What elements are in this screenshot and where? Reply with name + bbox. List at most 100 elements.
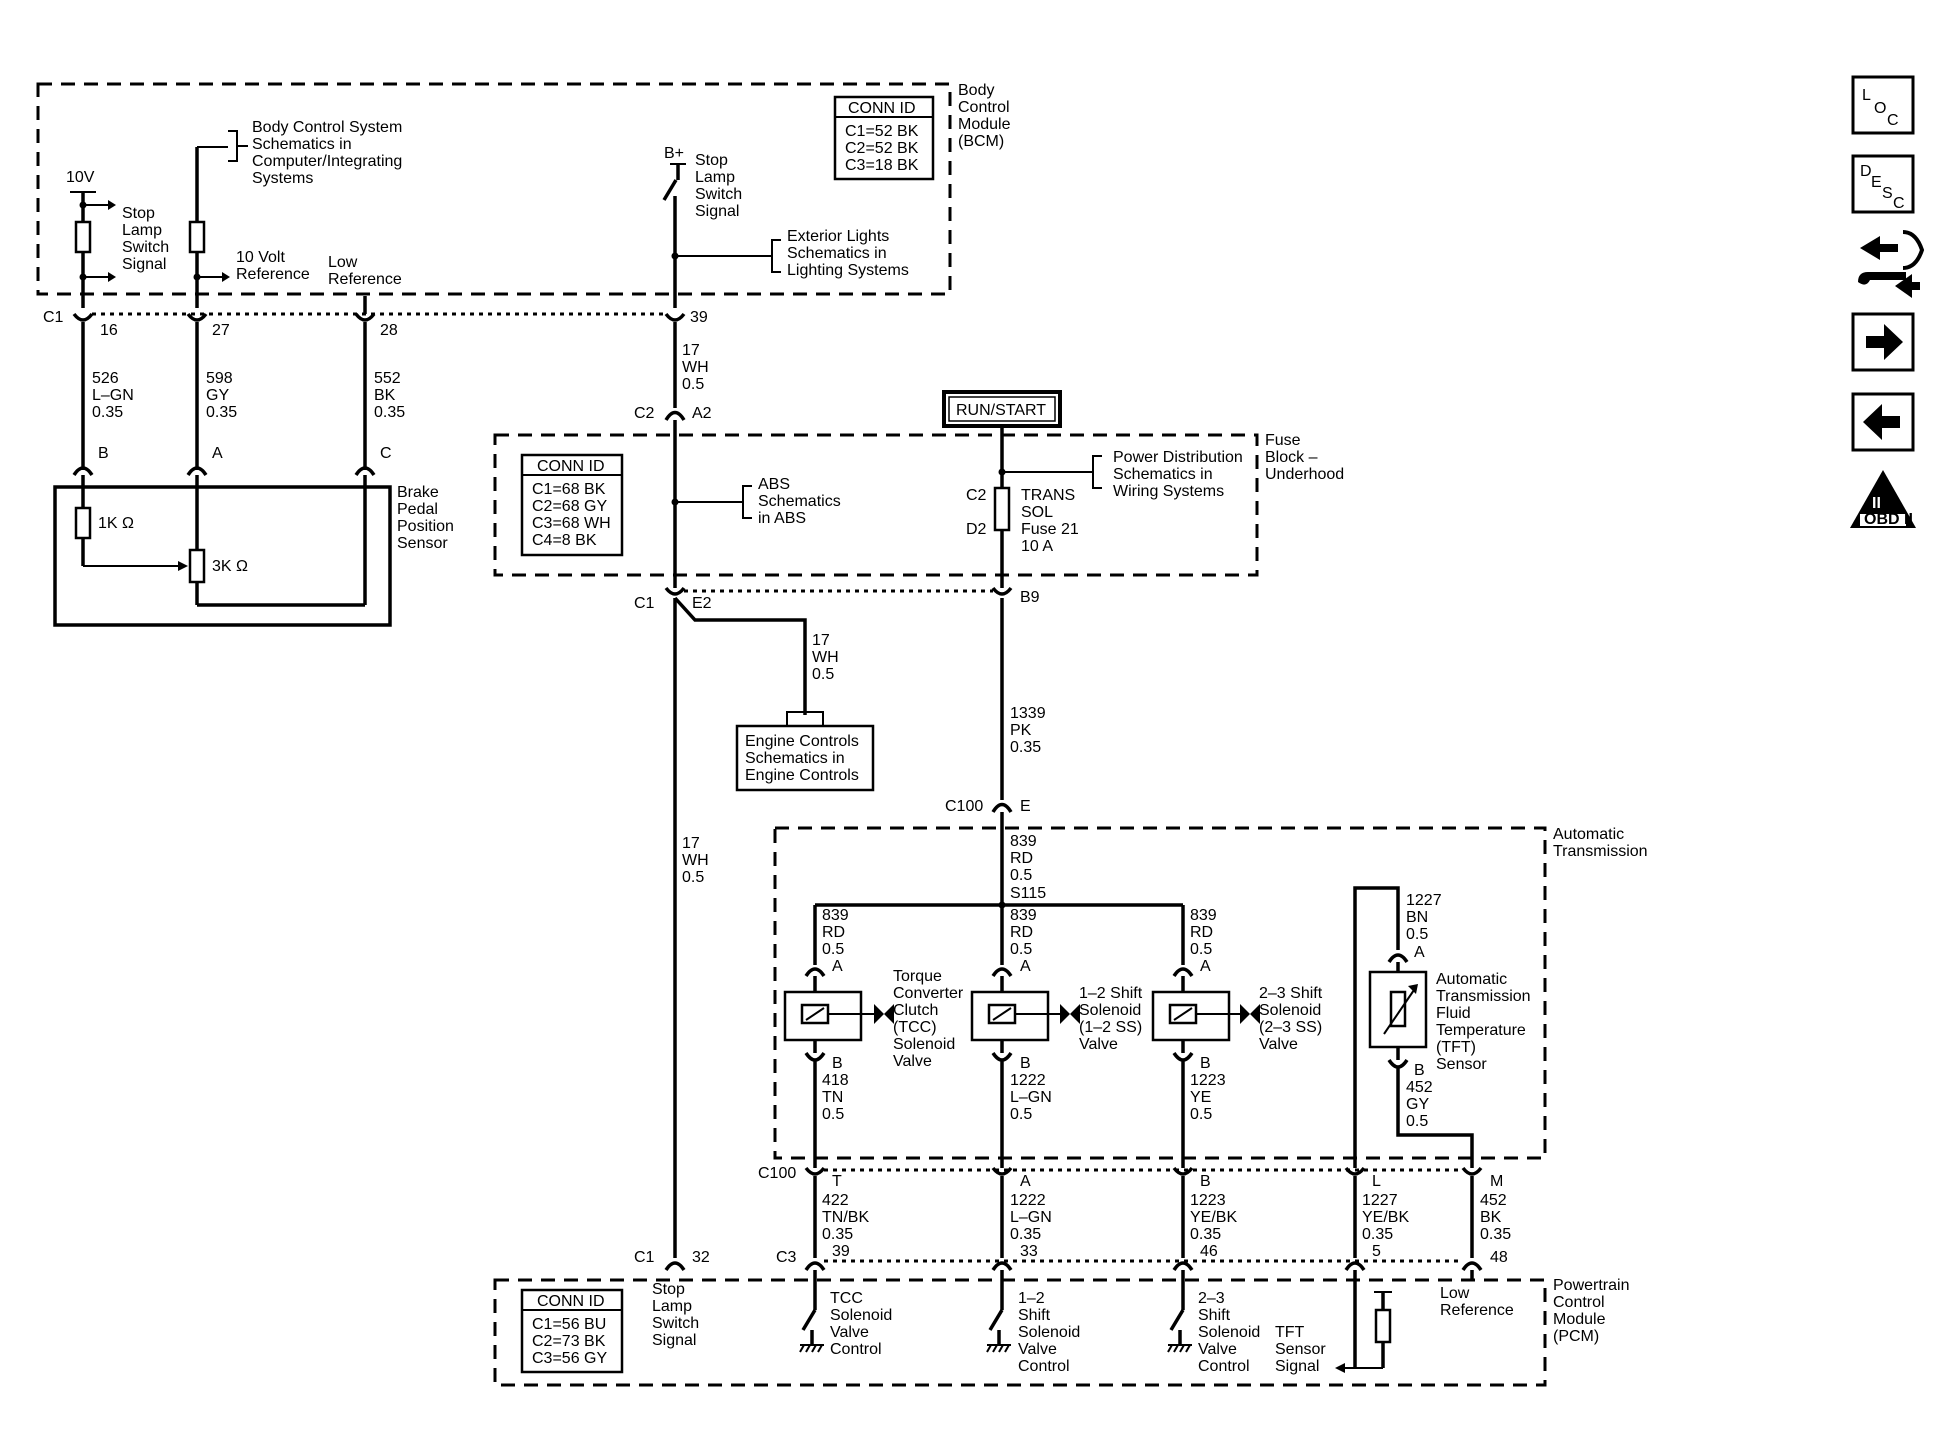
terminal-39 [664,312,686,322]
transmission-boundary [773,826,1547,1160]
ss12-driver-switch [986,1270,1011,1353]
ss12-pin-b: B [1020,1055,1031,1072]
engine-controls-branch [673,596,807,715]
pin-48-label: 48 [1490,1249,1508,1266]
svg-text:10V: 10V [66,169,95,186]
tcc-terminal-a [804,967,826,978]
pin-32-label: 32 [692,1249,710,1266]
fuse-d2-label: D2 [966,521,987,538]
fuse-block-boundary [493,433,1259,577]
connector-tool-icon[interactable] [1858,230,1925,298]
pin-39: 39 [690,309,708,326]
forward-arrow-icon[interactable] [1851,312,1915,372]
engine-controls-bracket [786,711,824,725]
svg-text:L: L [1862,87,1871,104]
terminal-28 [354,312,376,322]
wire-452-in [1396,1067,1474,1168]
tft-terminal-b [1387,1058,1409,1069]
sensor-pin-b: B [98,445,109,462]
body-control-ref-bracket [228,130,248,162]
pin-5-label: 5 [1372,1243,1381,1260]
splice-s115-label: S115 [1010,885,1046,902]
pcm-c3-label: C3 [776,1249,797,1266]
tft-sensor [1368,970,1428,1049]
pin-b-c100-label: B [1200,1173,1211,1190]
back-arrow-icon[interactable] [1851,392,1915,452]
tft-pin-b: B [1414,1062,1425,1079]
tcc-pin-a: A [832,958,843,975]
svg-text:CONN ID: CONN ID [537,1293,605,1310]
c2-label: C2 [634,405,655,422]
sensor-pin-a: A [212,445,223,462]
svg-text:CONN ID: CONN ID [848,100,916,117]
terminal-16 [72,312,94,322]
svg-text:II: II [1872,495,1881,512]
pin-28: 28 [380,322,398,339]
pin-e-label: E [1020,798,1031,815]
pin-t-label: T [832,1173,842,1190]
tcc-pin-b: B [832,1055,843,1072]
brake-sensor-internals [74,475,367,607]
exterior-lights-bracket [760,239,781,273]
fuse-c2-label: C2 [966,487,987,504]
ss23-pin-a: A [1200,958,1211,975]
obd-ii-icon[interactable]: II OBD II [1850,470,1916,528]
terminal-m [1461,1166,1483,1176]
ss23-terminal-b [1172,1051,1194,1062]
terminal-32 [664,1261,686,1272]
pin-33-label: 33 [1020,1243,1038,1260]
svg-text:CONN ID: CONN ID [537,458,605,475]
ss12-terminal-a [991,967,1013,978]
ss23-driver-switch [1167,1270,1192,1353]
resistor-1k-label: 1K Ω [98,515,134,532]
stop-lamp-switch: B+ [662,145,760,308]
terminal-b-c100 [1172,1166,1194,1176]
wire-1227-loop [1353,886,1400,1168]
tcc-solenoid [783,990,894,1042]
svg-text:O: O [1874,100,1886,117]
pin-39b-label: 39 [832,1243,850,1260]
svg-text:S: S [1882,185,1893,202]
terminal-39b [804,1261,826,1272]
ss23-terminal-a [1172,967,1194,978]
sensor-terminal-b [72,466,94,477]
pin-27: 27 [212,322,230,339]
sensor-pin-c: C [380,445,392,462]
c100-label: C100 [758,1165,796,1182]
desc-icon[interactable]: D E S C [1851,154,1915,214]
terminal-33 [991,1261,1013,1272]
loc-icon[interactable]: L O C [1851,75,1915,135]
